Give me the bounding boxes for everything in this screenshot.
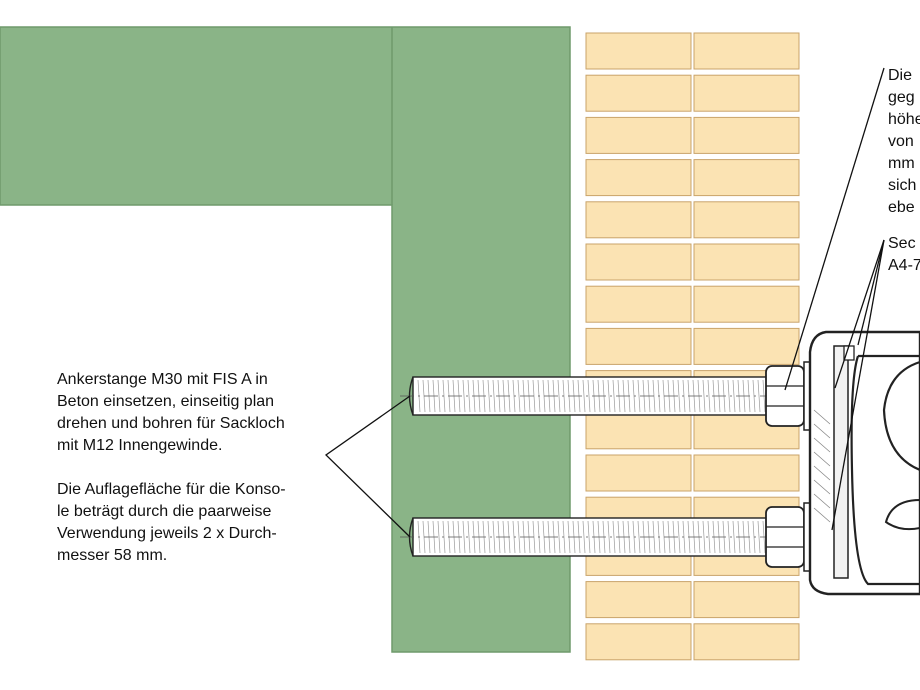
hex-nut-icon: [765, 365, 805, 427]
rod-thread: [557, 520, 561, 554]
concrete-body: [0, 26, 571, 653]
section-hatch: [813, 465, 831, 481]
rod-thread: [677, 379, 681, 413]
section-hatch: [813, 437, 831, 453]
rod-thread: [702, 379, 706, 413]
console-bracket: [808, 330, 920, 596]
console-round: [882, 360, 920, 472]
leader-right-bottom-a: [834, 239, 885, 389]
section-hatch: [813, 507, 831, 523]
brick: [693, 32, 800, 70]
rod-thread: [437, 379, 441, 413]
rod-thread: [757, 520, 761, 554]
right-note-cut-top: Die geg höhe von mm sich ebe: [888, 67, 920, 216]
rod-thread: [707, 379, 711, 413]
section-hatch: [813, 423, 831, 439]
rod-thread: [677, 520, 681, 554]
rod-thread: [487, 379, 491, 413]
rod-thread: [487, 520, 491, 554]
brick: [693, 623, 800, 661]
brick: [693, 454, 800, 492]
brick: [585, 412, 692, 450]
brick: [585, 327, 692, 365]
rod-thread: [492, 520, 496, 554]
brick: [585, 74, 692, 112]
rod-thread: [467, 379, 471, 413]
leader-left: [324, 395, 411, 538]
brick: [693, 116, 800, 154]
brick: [693, 581, 800, 619]
section-hatch: [813, 451, 831, 467]
rod-thread: [587, 520, 591, 554]
brick: [585, 159, 692, 197]
section-hatch: [813, 479, 831, 495]
console-web: [833, 345, 849, 579]
rod-thread: [517, 520, 521, 554]
brick: [585, 454, 692, 492]
rod-thread: [517, 379, 521, 413]
rod-thread: [582, 520, 586, 554]
leader-right-top: [784, 67, 885, 391]
rod-thread: [437, 520, 441, 554]
rod-thread: [637, 520, 641, 554]
brick: [693, 201, 800, 239]
brick: [693, 327, 800, 365]
rod-thread: [607, 520, 611, 554]
hex-nut-icon: [765, 506, 805, 568]
console-hook: [884, 499, 920, 531]
leader-lines: [324, 67, 885, 538]
rod-thread: [612, 520, 616, 554]
brick: [585, 623, 692, 661]
section-hatch: [813, 409, 831, 425]
rod-thread: [462, 379, 466, 413]
rod-thread: [732, 379, 736, 413]
support-surface-note: Die Auflagefläche für die Konso- le betr…: [57, 481, 286, 564]
rod-thread: [757, 379, 761, 413]
leader-right-bottom-c: [831, 239, 885, 531]
brick: [693, 285, 800, 323]
rod-thread: [492, 379, 496, 413]
brick: [693, 74, 800, 112]
rod-thread: [707, 520, 711, 554]
brick: [585, 581, 692, 619]
rod-thread: [467, 520, 471, 554]
anchor-rod-note: Ankerstange M30 mit FIS A in Beton einse…: [57, 371, 285, 454]
brick: [585, 243, 692, 281]
rod-thread: [607, 379, 611, 413]
leader-right-bottom-b: [857, 239, 885, 346]
brick: [693, 159, 800, 197]
rod-thread: [612, 379, 616, 413]
rod-thread: [727, 379, 731, 413]
rod-thread: [557, 379, 561, 413]
rod-thread: [732, 520, 736, 554]
rod-thread: [587, 379, 591, 413]
brick: [693, 243, 800, 281]
rod-thread: [462, 520, 466, 554]
console-body: [850, 354, 920, 586]
concrete-slab: [0, 26, 571, 653]
rod-thread: [727, 520, 731, 554]
section-hatch: [813, 493, 831, 509]
brick: [585, 116, 692, 154]
rod-thread: [637, 379, 641, 413]
rod-thread: [702, 520, 706, 554]
right-note-cut-bottom: Sec A4-7: [888, 235, 920, 274]
brick: [585, 285, 692, 323]
brick: [585, 201, 692, 239]
rod-thread: [582, 379, 586, 413]
brick: [585, 32, 692, 70]
